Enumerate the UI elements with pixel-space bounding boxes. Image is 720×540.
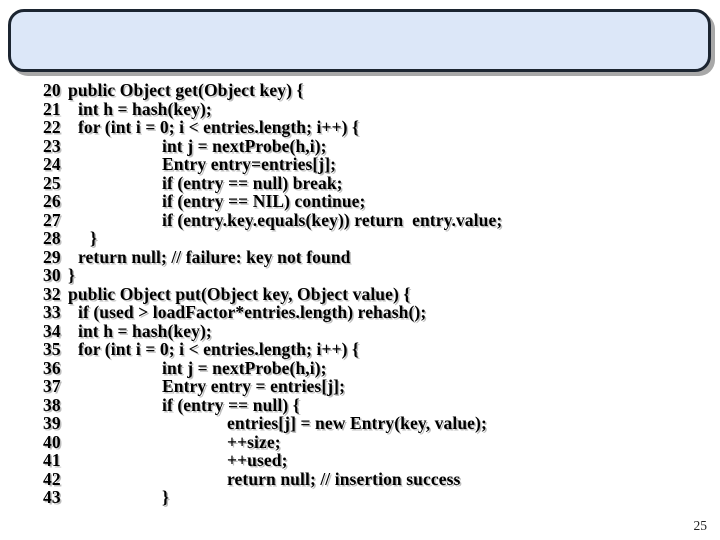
code-line: 20 public Object get(Object key) { <box>43 81 502 100</box>
code-text: Entry entry=entries[j]; <box>162 154 337 174</box>
code-text: } <box>162 487 169 507</box>
code-text: return null; // insertion success <box>227 468 461 489</box>
code-line: 28} <box>43 229 502 248</box>
page-number: 25 <box>693 518 708 533</box>
line-number: 39 <box>43 413 61 433</box>
code-line: 33 if (used > loadFactor*entries.length) … <box>43 303 502 322</box>
code-line: 30} <box>43 266 502 285</box>
line-number: 23 <box>43 135 61 156</box>
code-text: int h = hash(key); <box>78 320 212 341</box>
code-line: 29 return null; // failure: key not found <box>43 246 502 267</box>
code-line: 34 int h = hash(key); <box>43 320 502 341</box>
line-number: 28 <box>43 228 61 248</box>
code-line: 39 entries[j] = new Entry(key, value); <box>43 414 502 433</box>
code-line: 25 if (entry == null) break; <box>43 172 502 193</box>
code-line: 41 ++used; <box>43 451 502 470</box>
code-line: 43} <box>43 488 502 507</box>
code-line: 26 if (entry == NIL) continue; <box>43 192 502 211</box>
code-text: ++used; <box>227 450 288 470</box>
code-line: 38 if (entry == null) { <box>43 394 502 415</box>
line-number: 38 <box>43 394 61 415</box>
code-text: Entry entry = entries[j]; <box>162 376 346 396</box>
code-line: 40 ++size; <box>43 431 502 452</box>
code-line: 21 int h = hash(key); <box>43 98 502 119</box>
line-number: 24 <box>43 154 61 174</box>
line-number: 20 <box>43 80 61 100</box>
code-line: 42 return null; // insertion success <box>43 468 502 489</box>
line-number: 26 <box>43 191 61 211</box>
line-number: 32 <box>43 283 61 304</box>
line-number: 41 <box>43 450 61 470</box>
code-line: 37 Entry entry = entries[j]; <box>43 377 502 396</box>
code-text: entries[j] = new Entry(key, value); <box>227 413 487 433</box>
line-number: 27 <box>43 209 61 230</box>
code-line: 32 public Object put(Object key, Object v… <box>43 283 502 304</box>
code-text: } <box>68 265 75 285</box>
code-text: public Object get(Object key) { <box>68 80 304 100</box>
code-text: if (entry == null) { <box>162 394 300 415</box>
line-number: 40 <box>43 431 61 452</box>
code-text: if (entry.key.equals(key)) return entry.… <box>162 209 503 230</box>
line-number: 34 <box>43 320 61 341</box>
line-number: 42 <box>43 468 61 489</box>
line-number: 36 <box>43 357 61 378</box>
line-number: 30 <box>43 265 61 285</box>
code-line: 35 for (int i = 0; i < entries.length; i+… <box>43 340 502 359</box>
code-text: int j = nextProbe(h,i); <box>162 135 327 156</box>
code-text: ++size; <box>227 431 281 452</box>
line-number: 37 <box>43 376 61 396</box>
line-number: 43 <box>43 487 61 507</box>
line-number: 21 <box>43 98 61 119</box>
code-line: 27 if (entry.key.equals(key)) return entr… <box>43 209 503 230</box>
code-text: return null; // failure: key not found <box>78 246 351 267</box>
code-text: if (entry == NIL) continue; <box>162 191 366 211</box>
line-number: 33 <box>43 302 61 322</box>
code-text: if (entry == null) break; <box>162 172 343 193</box>
line-number: 25 <box>43 172 61 193</box>
code-text: int j = nextProbe(h,i); <box>162 357 327 378</box>
line-number: 35 <box>43 339 61 359</box>
code-text: for (int i = 0; i < entries.length; i++)… <box>78 117 360 137</box>
code-text: int h = hash(key); <box>78 98 212 119</box>
code-text: if (used > loadFactor*entries.length) re… <box>78 302 427 322</box>
code-line: 22 for (int i = 0; i < entries.length; i+… <box>43 118 502 137</box>
line-number: 22 <box>43 117 61 137</box>
title-box <box>8 9 711 72</box>
code-line: 23 int j = nextProbe(h,i); <box>43 135 502 156</box>
line-number: 29 <box>43 246 61 267</box>
code-line: 24 Entry entry=entries[j]; <box>43 155 502 174</box>
code-text: } <box>90 228 97 248</box>
code-line: 36 int j = nextProbe(h,i); <box>43 357 502 378</box>
code-text: public Object put(Object key, Object val… <box>68 283 411 304</box>
code-text: for (int i = 0; i < entries.length; i++)… <box>78 339 360 359</box>
code-block: 20 public Object get(Object key) { 21 int h… <box>43 81 502 507</box>
